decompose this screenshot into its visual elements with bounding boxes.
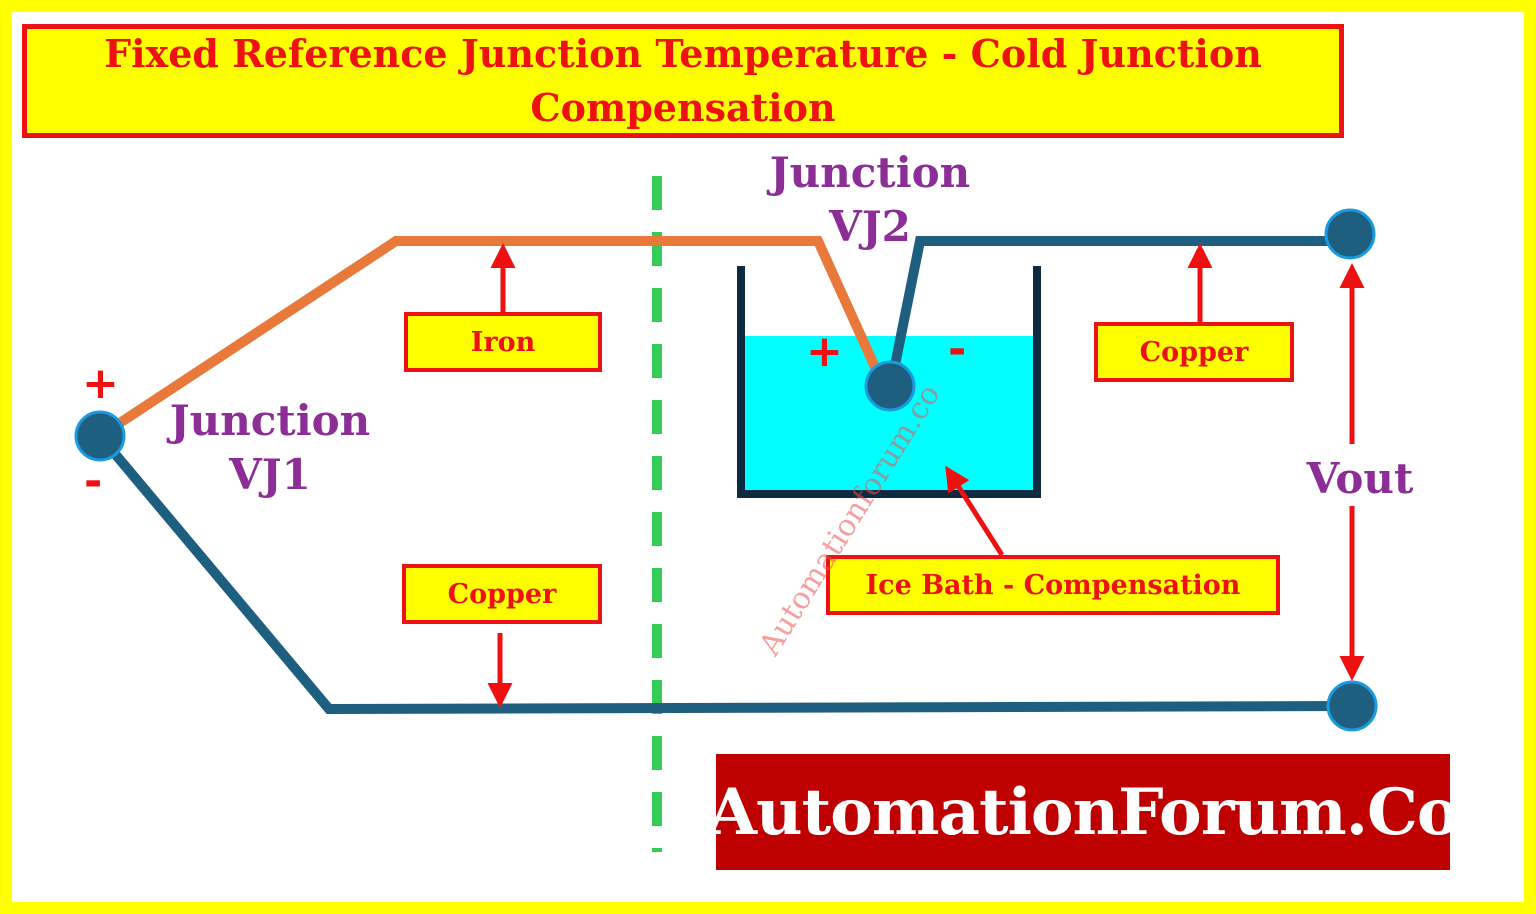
ice-bath-label-text: Ice Bath - Compensation (865, 569, 1241, 601)
ice-bath-label: Ice Bath - Compensation (826, 555, 1280, 615)
brand-logo: AutomationForum.Co (707, 754, 1460, 870)
junction-vj2-dot (864, 360, 916, 412)
title-banner: Fixed Reference Junction Temperature - C… (22, 24, 1344, 138)
vj1-minus-sign: - (84, 456, 103, 507)
junction-vj1-dot (74, 410, 126, 462)
junction-vj2-label: Junction VJ2 (750, 146, 990, 254)
copper-bottom-label-text: Copper (447, 578, 557, 610)
ice-bath-arrow (945, 465, 1005, 557)
iron-label-text: Iron (470, 326, 536, 358)
junction-vj1-line1: Junction (169, 396, 371, 445)
copper-bottom-label: Copper (402, 564, 602, 624)
junction-vj1-label: Junction VJ1 (150, 394, 390, 502)
iron-label: Iron (404, 312, 602, 372)
copper-wire-bottom (96, 432, 1351, 715)
beaker (737, 266, 1041, 498)
diagram-title: Fixed Reference Junction Temperature - C… (104, 31, 1262, 130)
iron-wire (97, 236, 885, 441)
vout-label: Vout (1290, 452, 1430, 506)
junction-vj2-line1: Junction (769, 148, 971, 197)
junction-vj1-line2: VJ1 (229, 450, 311, 499)
copper-top-label-text: Copper (1139, 336, 1249, 368)
vout-label-text: Vout (1306, 454, 1414, 503)
brand-logo-text: AutomationForum.Co (707, 774, 1459, 850)
vout-terminal-top (1324, 208, 1376, 260)
vj1-plus-sign: + (82, 358, 119, 409)
copper-top-label: Copper (1094, 322, 1294, 382)
vj2-minus-sign: - (948, 324, 967, 375)
junction-vj2-line2: VJ2 (829, 202, 911, 251)
copper-wire-top (887, 236, 1350, 381)
vout-terminal-bottom (1326, 680, 1378, 732)
vj2-plus-sign: + (806, 326, 843, 377)
